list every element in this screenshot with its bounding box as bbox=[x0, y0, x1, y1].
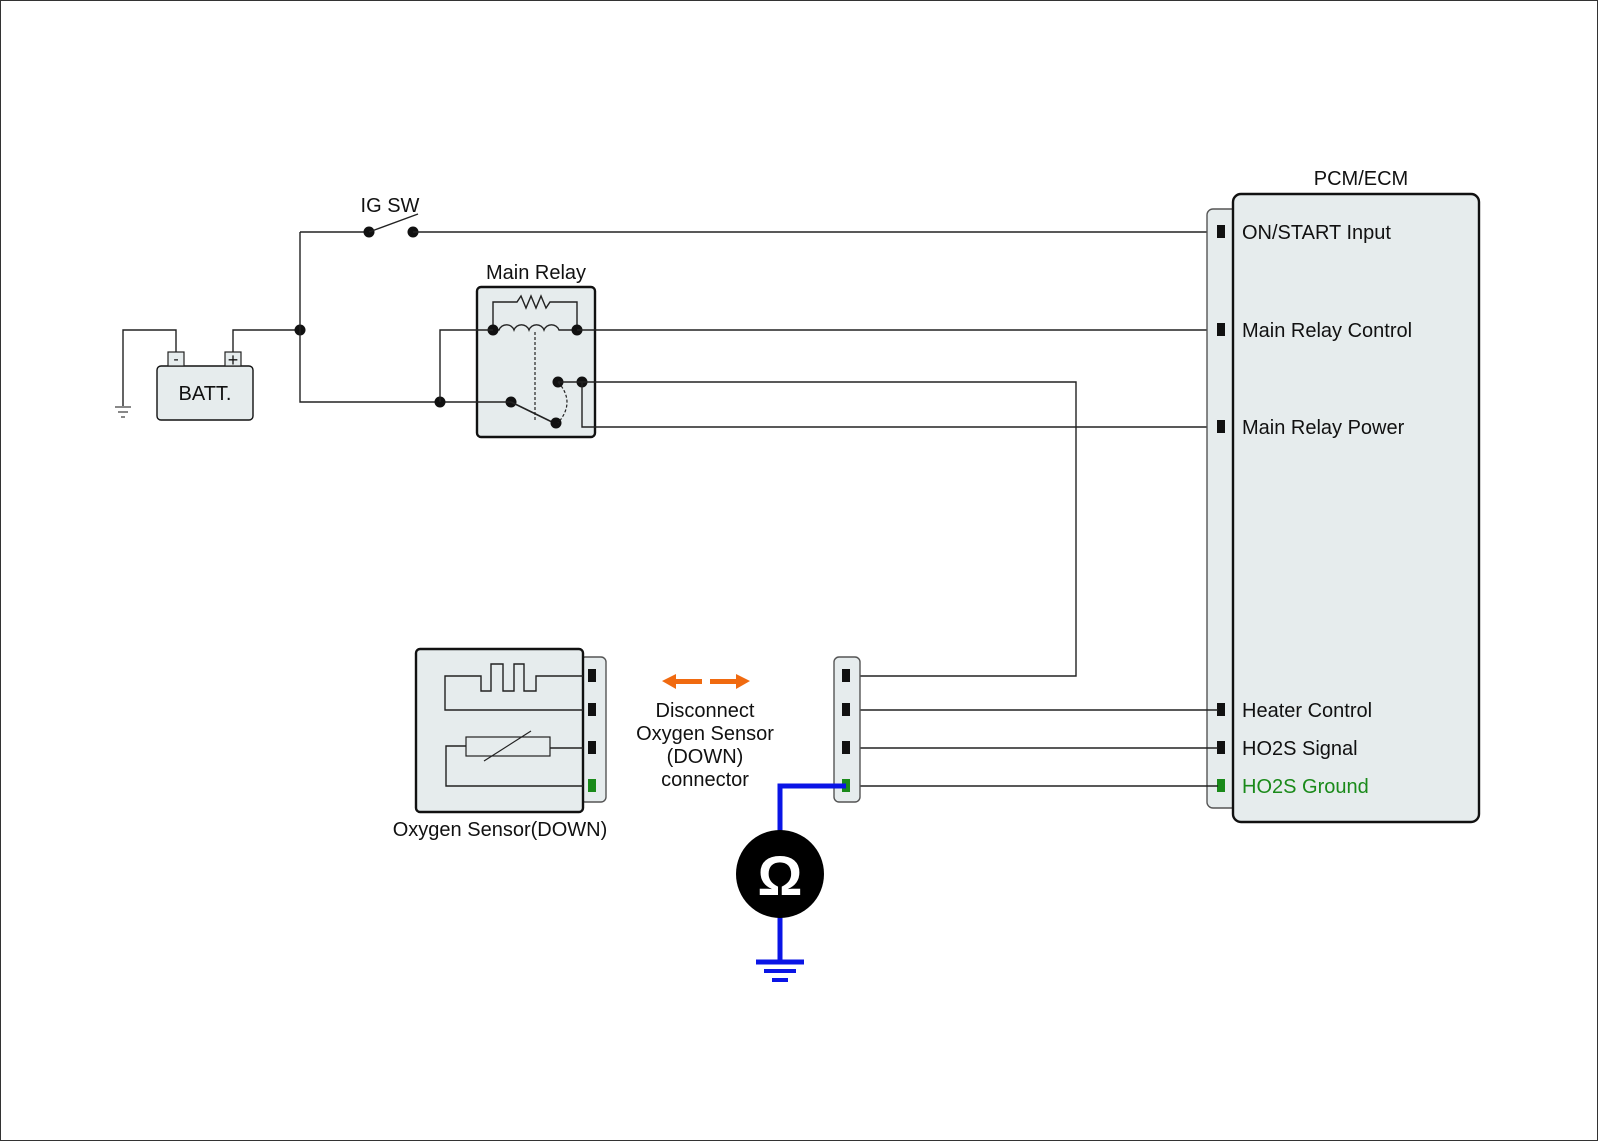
battery-positive-wire bbox=[232, 329, 300, 352]
battery-plus-label: + bbox=[228, 350, 239, 370]
ecm-body bbox=[1231, 192, 1481, 824]
relay-coil-icon bbox=[493, 324, 577, 333]
ecm-pin-label: Main Relay Power bbox=[1242, 417, 1405, 439]
ground-icon bbox=[756, 959, 804, 982]
sensor-ground-pin bbox=[588, 779, 596, 792]
relay-contact-arc bbox=[557, 381, 568, 424]
instruction-line-4: connector bbox=[661, 769, 749, 791]
ecm-pin-label: Heater Control bbox=[1242, 700, 1372, 722]
main-relay: Main Relay bbox=[475, 262, 597, 439]
ecm-pin bbox=[1217, 225, 1225, 238]
sensor-internal-wire bbox=[445, 745, 583, 787]
sensor-pin bbox=[588, 703, 596, 716]
oxygen-sensor: Oxygen Sensor(DOWN) bbox=[393, 647, 608, 841]
connector-pin bbox=[842, 669, 850, 682]
instruction-line-2: Oxygen Sensor bbox=[636, 723, 774, 745]
harness-connector bbox=[833, 656, 861, 803]
ecm-pin bbox=[1217, 323, 1225, 336]
ecm-title: PCM/ECM bbox=[1314, 168, 1408, 190]
heater-element-icon bbox=[444, 663, 583, 711]
connector-pin bbox=[842, 703, 850, 716]
relay-switch-arm bbox=[510, 401, 553, 423]
ecm-pin-label: HO2S Signal bbox=[1242, 738, 1358, 760]
relay-terminal bbox=[550, 417, 562, 429]
pcm-ecm-module: PCM/ECM bbox=[1206, 168, 1481, 824]
main-relay-power-wire bbox=[581, 382, 1218, 428]
battery-negative-wire bbox=[122, 329, 177, 406]
ecm-pin bbox=[1217, 741, 1225, 754]
ig-switch-label: IG SW bbox=[361, 195, 420, 217]
battery-feed-wire bbox=[299, 232, 440, 403]
harness-connector-body bbox=[833, 656, 861, 803]
sensor-body bbox=[414, 647, 585, 814]
instruction-line-3: (DOWN) bbox=[667, 746, 744, 768]
relay-resistor-icon bbox=[492, 294, 578, 330]
ohm-symbol: Ω bbox=[758, 844, 803, 907]
connector-pin bbox=[842, 741, 850, 754]
ignition-switch: IG SW bbox=[300, 195, 420, 238]
oxygen-sensor-label: Oxygen Sensor(DOWN) bbox=[393, 819, 608, 841]
instruction-line-1: Disconnect bbox=[656, 700, 755, 722]
heater-supply-wire bbox=[582, 381, 1077, 677]
battery-label: BATT. bbox=[179, 383, 232, 405]
sensor-pin bbox=[588, 741, 596, 754]
ecm-pin bbox=[1217, 779, 1225, 792]
sensor-pin bbox=[588, 669, 596, 682]
ohmmeter-icon: Ω bbox=[736, 830, 824, 918]
relay-coil-feed-wire bbox=[439, 329, 493, 402]
main-relay-label: Main Relay bbox=[486, 262, 586, 284]
chassis-ground-icon bbox=[115, 406, 131, 418]
battery: - + BATT. bbox=[156, 350, 254, 421]
battery-minus-label: - bbox=[173, 351, 178, 368]
ecm-pin bbox=[1217, 420, 1225, 433]
switch-lever bbox=[368, 213, 419, 233]
ecm-pin bbox=[1217, 703, 1225, 716]
ecm-pin-label: Main Relay Control bbox=[1242, 320, 1412, 342]
disconnect-arrows-icon bbox=[662, 674, 750, 689]
battery-body bbox=[156, 365, 254, 421]
ecm-pin-label: ON/START Input bbox=[1242, 222, 1391, 244]
ohmmeter-test-lead bbox=[777, 783, 846, 836]
ecm-pin-label: HO2S Ground bbox=[1242, 776, 1369, 798]
